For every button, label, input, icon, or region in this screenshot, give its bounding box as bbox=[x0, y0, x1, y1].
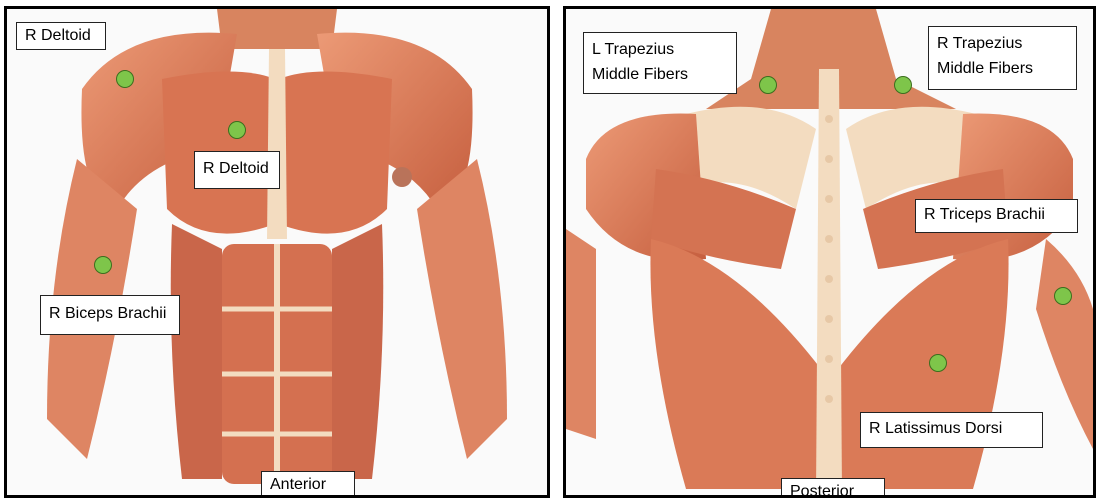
anterior-view-panel: R Deltoid R Deltoid R Biceps Brachii Ant… bbox=[4, 6, 550, 498]
label-anterior-view: Anterior bbox=[261, 471, 355, 498]
label-r-trapezius-line2: Middle Fibers bbox=[937, 56, 1068, 81]
label-l-trapezius-line2: Middle Fibers bbox=[592, 62, 728, 87]
marker-l-trapezius-middle-fibers bbox=[759, 76, 777, 94]
marker-r-latissimus-dorsi bbox=[929, 354, 947, 372]
label-r-biceps-brachii: R Biceps Brachii bbox=[40, 295, 180, 335]
label-l-trapezius-line1: L Trapezius bbox=[592, 37, 728, 62]
label-r-deltoid-top: R Deltoid bbox=[16, 22, 106, 50]
marker-r-biceps-brachii bbox=[94, 256, 112, 274]
posterior-view-panel: L Trapezius Middle Fibers R Trapezius Mi… bbox=[563, 6, 1096, 498]
label-r-latissimus-dorsi: R Latissimus Dorsi bbox=[860, 412, 1043, 448]
label-posterior-view: Posterior bbox=[781, 478, 885, 498]
marker-r-triceps-brachii bbox=[1054, 287, 1072, 305]
label-r-trapezius-middle-fibers: R Trapezius Middle Fibers bbox=[928, 26, 1077, 90]
marker-r-deltoid-chest bbox=[228, 121, 246, 139]
anterior-torso-illustration bbox=[7, 9, 547, 495]
label-l-trapezius-middle-fibers: L Trapezius Middle Fibers bbox=[583, 32, 737, 94]
marker-r-trapezius-middle-fibers bbox=[894, 76, 912, 94]
label-r-deltoid-chest: R Deltoid bbox=[194, 151, 280, 189]
label-r-triceps-brachii: R Triceps Brachii bbox=[915, 199, 1078, 233]
label-r-trapezius-line1: R Trapezius bbox=[937, 31, 1068, 56]
marker-r-deltoid-top bbox=[116, 70, 134, 88]
